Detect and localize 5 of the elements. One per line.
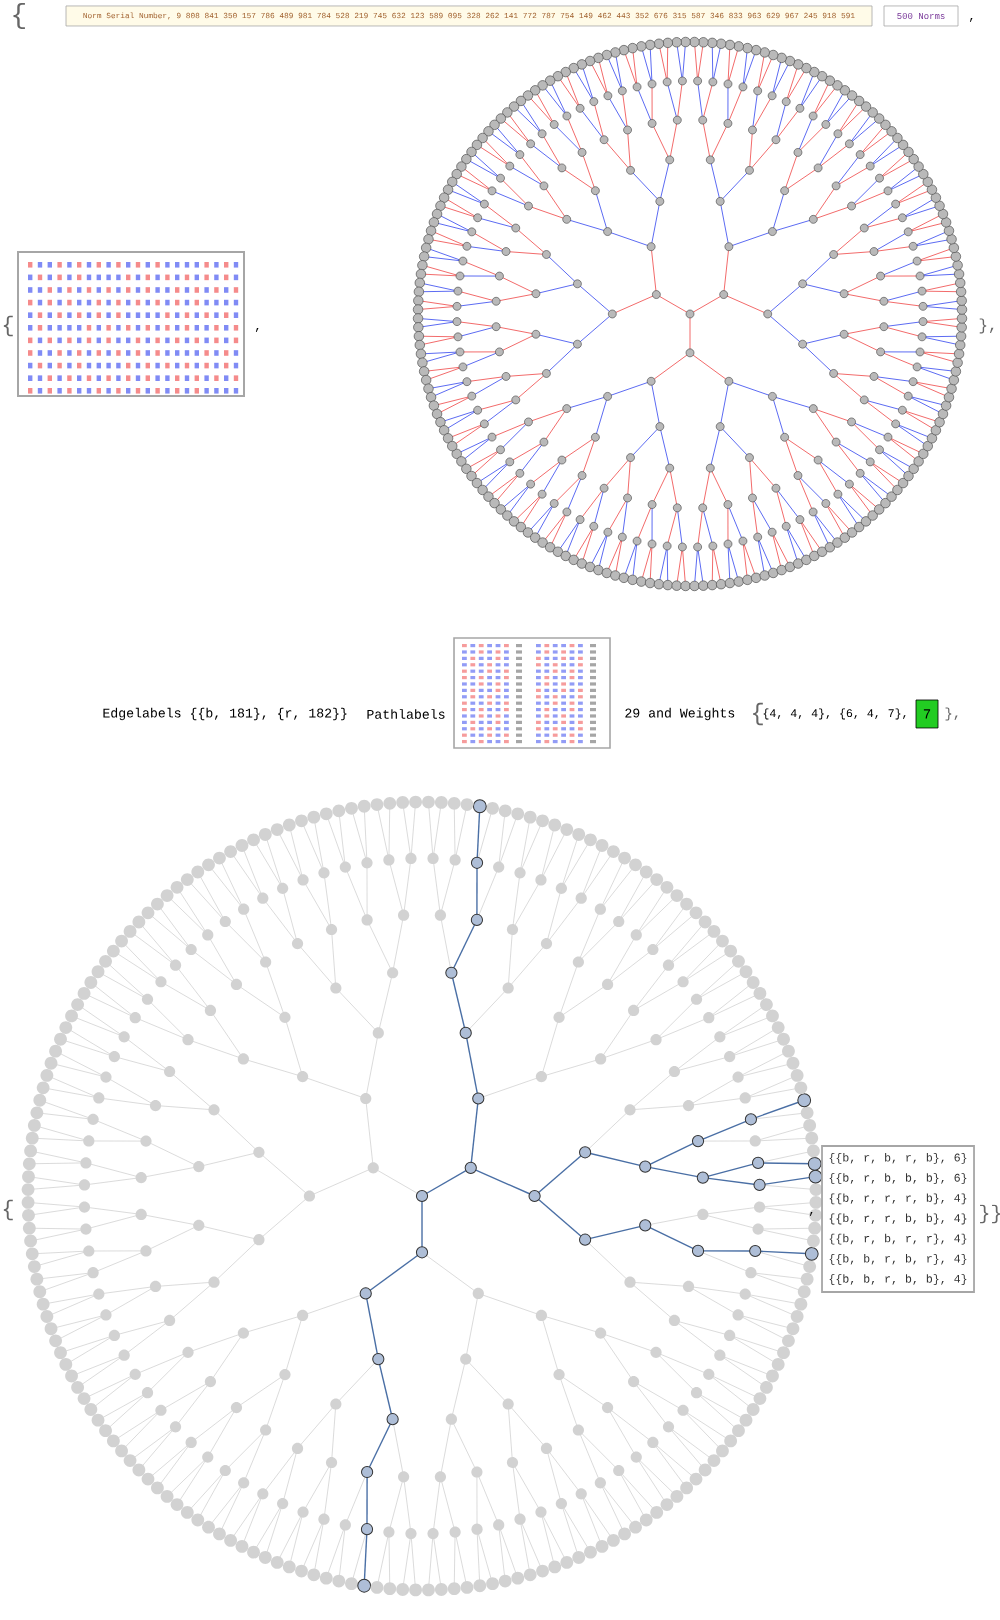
bracket: {: [753, 702, 763, 726]
bracket: {: [3, 315, 13, 337]
bracket: {: [3, 1199, 13, 1221]
bracket: {: [13, 2, 25, 29]
bracket: },: [979, 318, 994, 334]
